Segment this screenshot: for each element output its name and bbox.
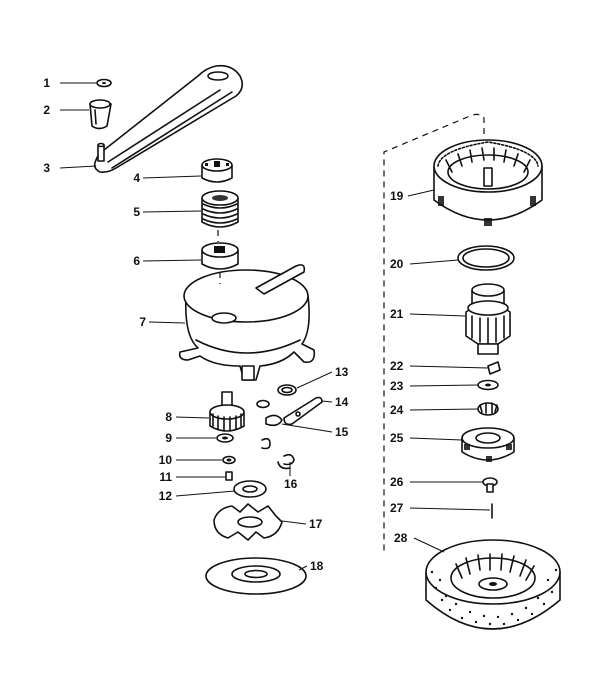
part-28-texture bbox=[430, 568, 558, 626]
callout-2: 2 bbox=[43, 103, 50, 117]
callout-7: 7 bbox=[139, 315, 146, 329]
part-17-agitator bbox=[213, 503, 283, 541]
callout-21: 21 bbox=[390, 307, 404, 321]
part-5-spring bbox=[201, 190, 239, 228]
part-1-nut bbox=[96, 78, 112, 88]
callout-6: 6 bbox=[133, 254, 140, 268]
part-10-clip bbox=[222, 455, 236, 465]
callout-12: 12 bbox=[159, 489, 173, 503]
callout-22: 22 bbox=[390, 359, 404, 373]
callout-27: 27 bbox=[390, 501, 404, 515]
part-23-washer bbox=[477, 379, 499, 391]
part-4-bushing bbox=[201, 158, 233, 183]
right-assembly-bracket bbox=[383, 113, 485, 552]
callout-1: 1 bbox=[43, 76, 50, 90]
part-22-key bbox=[487, 361, 501, 375]
callout-15: 15 bbox=[335, 425, 349, 439]
part-6-collar bbox=[201, 242, 239, 270]
part-3-crank-handle bbox=[93, 64, 244, 173]
part-8-pinion-gear bbox=[209, 391, 245, 432]
callout-25: 25 bbox=[390, 431, 404, 445]
callout-18: 18 bbox=[310, 559, 324, 573]
part-14-lever bbox=[283, 396, 323, 426]
part-19-hopper-ring bbox=[433, 139, 543, 226]
callout-26: 26 bbox=[390, 475, 404, 489]
callout-labels: 1 2 3 4 5 6 7 8 9 10 11 12 13 14 15 16 1… bbox=[43, 76, 407, 573]
part-13-ring bbox=[277, 384, 297, 396]
part-16-clips bbox=[261, 437, 295, 470]
part-loose-clip bbox=[256, 399, 270, 409]
part-28-base-drum bbox=[425, 539, 561, 630]
left-assembly-axis bbox=[217, 230, 221, 284]
callout-20: 20 bbox=[390, 257, 404, 271]
part-25-impeller-cup bbox=[461, 427, 515, 462]
leader-lines bbox=[59, 82, 491, 571]
part-2-knob bbox=[89, 99, 112, 130]
callout-28: 28 bbox=[394, 531, 408, 545]
part-20-o-ring bbox=[457, 245, 515, 271]
part-7-housing bbox=[178, 264, 316, 381]
callout-5: 5 bbox=[133, 205, 140, 219]
callout-8: 8 bbox=[165, 410, 172, 424]
callout-9: 9 bbox=[165, 431, 172, 445]
callout-19: 19 bbox=[390, 189, 404, 203]
callout-17: 17 bbox=[309, 517, 323, 531]
part-18-base-disc bbox=[205, 557, 307, 595]
callout-11: 11 bbox=[159, 470, 172, 484]
callout-23: 23 bbox=[390, 379, 404, 393]
part-15-cam bbox=[265, 414, 283, 427]
callout-4: 4 bbox=[133, 171, 140, 185]
part-9-washer bbox=[216, 433, 234, 443]
callout-13: 13 bbox=[335, 365, 349, 379]
callout-10: 10 bbox=[159, 453, 173, 467]
part-11-pin bbox=[225, 471, 233, 481]
callout-3: 3 bbox=[43, 161, 50, 175]
part-21-drive-hub bbox=[465, 283, 511, 355]
callout-16: 16 bbox=[284, 477, 298, 491]
part-24-gear-washer bbox=[477, 402, 499, 416]
callout-24: 24 bbox=[390, 403, 404, 417]
part-12-spacer bbox=[233, 480, 267, 498]
callout-14: 14 bbox=[335, 395, 349, 409]
part-26-screw bbox=[482, 477, 498, 493]
